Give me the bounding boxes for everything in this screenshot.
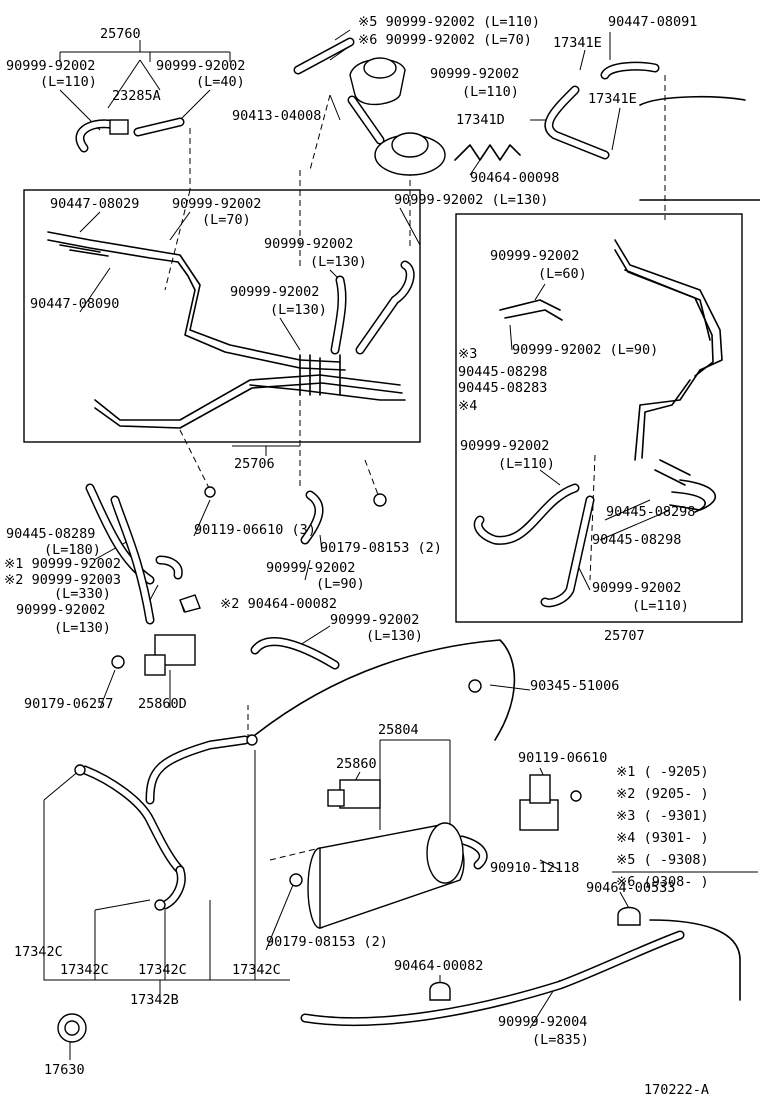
group-box-25707 (455, 213, 743, 623)
part-label-l12: (L=110) (462, 84, 519, 100)
part-label-l23: 90999-92002 (490, 248, 579, 264)
part-label-l79: 170222-A (644, 1082, 709, 1098)
part-label-l57: 25860D (138, 696, 187, 712)
vsv-90910-12118 (519, 799, 559, 831)
part-label-l22: (L=130) (310, 254, 367, 270)
clamp-90179-06257 (111, 655, 125, 669)
part-label-l61: ※1 ( -9205) (616, 764, 709, 780)
bolt-90119 (204, 486, 216, 498)
part-label-l78: 17630 (44, 1062, 85, 1078)
part-label-l14: 90413-04008 (232, 108, 321, 124)
part-label-l29: 90999-92002 (L=90) (512, 342, 658, 358)
part-label-l32: ※4 (458, 398, 477, 414)
part-label-l72: 17342C (138, 962, 187, 978)
part-label-l9: 90447-08091 (608, 14, 697, 30)
part-label-l25: 90999-92002 (230, 284, 319, 300)
hoses (75, 37, 685, 1027)
part-label-l13: 17341E (588, 91, 637, 107)
dashed-leaders (164, 75, 666, 861)
tube-bundles (47, 231, 723, 513)
part-label-l49: 90999-92002 (16, 602, 105, 618)
part-label-l65: ※5 ( -9308) (616, 852, 709, 868)
part-label-l58: 25804 (378, 722, 419, 738)
part-label-l47: 90999-92002 (592, 580, 681, 596)
part-label-l5: 90999-92002 (156, 58, 245, 74)
part-label-l2: 90999-92002 (6, 58, 95, 74)
part-label-l11: 90999-92002 (430, 66, 519, 82)
check-valve-23285A (109, 119, 129, 135)
part-label-l3: (L=110) (40, 74, 97, 90)
part-label-l33: 90999-92002 (460, 438, 549, 454)
group-box-25706 (23, 189, 421, 443)
part-label-l18: 90999-92002 (172, 196, 261, 212)
part-label-l37: (L=180) (44, 542, 101, 558)
part-label-l4: 23285A (112, 88, 161, 104)
part-label-l50: (L=110) (632, 598, 689, 614)
part-label-l51: (L=130) (54, 620, 111, 636)
part-label-l52: 90999-92002 (330, 612, 419, 628)
part-label-l45: (L=330) (54, 586, 111, 602)
part-label-l36: 90445-08289 (6, 526, 95, 542)
part-label-l40: 90445-08298 (592, 532, 681, 548)
part-labels: 2576090999-92002(L=110)23285A90999-92002… (4, 14, 709, 1098)
components (57, 57, 760, 1043)
clamp-90179 (373, 493, 387, 507)
part-label-l17: 90447-08029 (50, 196, 139, 212)
vsv-25860 (339, 779, 381, 809)
part-label-l76: 90999-92004 (498, 1014, 587, 1030)
part-label-l43: ※2 90999-92003 (4, 572, 121, 588)
part-label-l70: 17342C (14, 944, 63, 960)
part-label-l16: 90464-00098 (470, 170, 559, 186)
part-label-l20: 90999-92002 (L=130) (394, 192, 548, 208)
part-label-l67: 90910-12118 (490, 860, 579, 876)
part-label-l74: 90464-00082 (394, 958, 483, 974)
part-label-l63: ※3 ( -9301) (616, 808, 709, 824)
part-label-l6: (L=40) (196, 74, 245, 90)
part-label-l30: 90445-08298 (458, 364, 547, 380)
part-label-l46: (L=90) (316, 576, 365, 592)
part-label-l75: 17342B (130, 992, 179, 1008)
part-label-l27: 90447-08090 (30, 296, 119, 312)
part-label-l41: ※1 90999-92002 (4, 556, 121, 572)
part-label-l71: 17342C (60, 962, 109, 978)
part-label-l39: 90445-08298 (606, 504, 695, 520)
part-label-l19: (L=70) (202, 212, 251, 228)
part-label-l10: 17341E (553, 35, 602, 51)
part-label-l48: ※2 90464-00082 (220, 596, 337, 612)
part-label-l42: 90179-08153 (2) (320, 540, 442, 556)
part-label-l68: 90464-00533 (586, 880, 675, 896)
part-label-l64: ※4 (9301- ) (616, 830, 709, 846)
part-label-l62: ※2 (9205- ) (616, 786, 709, 802)
part-label-l26: (L=130) (270, 302, 327, 318)
part-label-l15: 17341D (456, 112, 505, 128)
part-label-l60: 25860 (336, 756, 377, 772)
part-label-l56: 90179-06257 (24, 696, 113, 712)
part-label-l1: 25760 (100, 26, 141, 42)
part-label-l28: ※3 (458, 346, 477, 362)
part-label-l21: 90999-92002 (264, 236, 353, 252)
part-label-l38: 90119-06610 (3) (194, 522, 316, 538)
part-label-l53: (L=130) (366, 628, 423, 644)
part-label-l35: 25706 (234, 456, 275, 472)
part-label-l24: (L=60) (538, 266, 587, 282)
part-label-l8: ※6 90999-92002 (L=70) (358, 32, 532, 48)
part-label-l77: (L=835) (532, 1032, 589, 1048)
clamp-90345 (468, 679, 482, 693)
part-label-l44: 90999-92002 (266, 560, 355, 576)
part-label-l34: (L=110) (498, 456, 555, 472)
part-label-l31: 90445-08283 (458, 380, 547, 396)
part-label-l69: 90179-08153 (2) (266, 934, 388, 950)
part-label-l66: ※6 (9308- ) (616, 874, 709, 890)
part-label-l54: 25707 (604, 628, 645, 644)
clip-90464-00098 (454, 144, 521, 161)
part-label-l7: ※5 90999-92002 (L=110) (358, 14, 540, 30)
part-label-l55: 90345-51006 (530, 678, 619, 694)
part-label-l59: 90119-06610 (518, 750, 607, 766)
part-label-l73: 17342C (232, 962, 281, 978)
